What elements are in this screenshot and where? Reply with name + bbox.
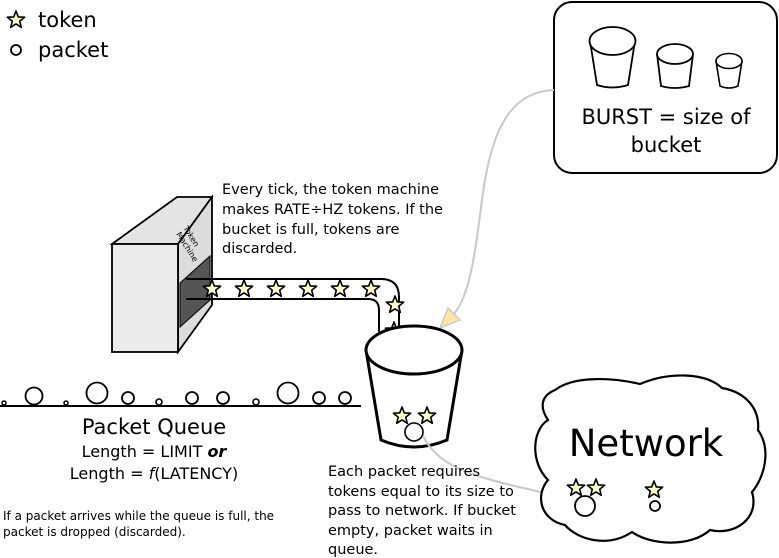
token-machine-front bbox=[111, 243, 179, 353]
token-machine: Token Machine bbox=[109, 194, 214, 355]
bucket-note-line: queue. bbox=[328, 542, 378, 558]
bucket-rim bbox=[364, 324, 464, 376]
queue-length-or: or bbox=[207, 442, 227, 461]
network-cloud: Network bbox=[534, 374, 767, 544]
queue-length-line2: Length = f(LATENCY) bbox=[70, 464, 238, 483]
queue-packet-circle-icon bbox=[63, 400, 69, 406]
queue-length-suffix: (LATENCY) bbox=[154, 464, 238, 483]
queue-packet-circle-icon bbox=[24, 386, 44, 406]
queue-packet-circle-icon bbox=[276, 381, 300, 405]
queue-length-prefix: Length = LIMIT bbox=[82, 442, 208, 461]
packet-legend-circle-icon bbox=[10, 44, 22, 56]
network-packet-circle-icon bbox=[574, 495, 596, 517]
bucket-note-line: pass to network. If bucket bbox=[328, 503, 516, 519]
large-bucket-icon bbox=[588, 26, 637, 89]
token-star-icon bbox=[298, 279, 318, 298]
bucket-note-line: tokens equal to its size to bbox=[328, 484, 514, 500]
bucket-note: Each packet requires tokens equal to its… bbox=[328, 464, 516, 558]
queue-packet-circle-icon bbox=[155, 398, 163, 406]
bucket-note-line: Each packet requires bbox=[328, 464, 480, 480]
token-star-icon bbox=[266, 279, 286, 298]
token-note-line: makes RATE÷HZ tokens. If the bbox=[222, 202, 443, 218]
token-note-line: bucket is full, tokens are bbox=[222, 222, 399, 238]
queue-length-prefix: Length = bbox=[70, 464, 149, 483]
packet-queue-title: Packet Queue bbox=[82, 415, 226, 439]
queue-packet-circle-icon bbox=[216, 391, 230, 405]
legend: token packet bbox=[6, 8, 108, 62]
queue-packet-circle-icon bbox=[1, 400, 7, 406]
token-star-icon bbox=[385, 295, 405, 314]
burst-label-line1: BURST = size of bbox=[581, 105, 751, 129]
burst-box: BURST = size of bucket bbox=[553, 1, 778, 174]
queue-length-function: f bbox=[149, 464, 157, 483]
token-legend-star-icon bbox=[6, 10, 26, 29]
token-star-icon bbox=[234, 279, 254, 298]
burst-label-line2: bucket bbox=[631, 133, 702, 157]
token-note-line: discarded. bbox=[222, 241, 297, 257]
burst-arrow bbox=[438, 89, 555, 330]
queue-packet-circle-icon bbox=[185, 391, 199, 405]
queue-packet-circle-icon bbox=[121, 391, 135, 405]
bucket-note-line: empty, packet waits in bbox=[328, 523, 493, 539]
token-note-line: Every tick, the token machine bbox=[222, 182, 439, 198]
burst-arrow-head-icon bbox=[438, 306, 462, 330]
queue-length-line1: Length = LIMIT or bbox=[82, 442, 228, 461]
legend-token-label: token bbox=[38, 8, 97, 32]
medium-bucket-icon bbox=[656, 43, 694, 89]
network-packet-circle-icon bbox=[649, 500, 661, 512]
network-label: Network bbox=[569, 422, 724, 465]
small-bucket-icon bbox=[715, 52, 743, 89]
packet-queue bbox=[0, 381, 361, 407]
token-conveyor bbox=[186, 278, 400, 345]
legend-packet-label: packet bbox=[38, 38, 108, 62]
queue-packet-circle-icon bbox=[338, 391, 352, 405]
queue-packet-circle-icon bbox=[85, 381, 109, 405]
bucket-packet-circle-icon bbox=[404, 422, 424, 442]
queue-dropped-note-line: packet is dropped (discarded). bbox=[3, 525, 186, 539]
token-bucket bbox=[364, 324, 464, 449]
token-machine-note: Every tick, the token machine makes RATE… bbox=[222, 182, 443, 257]
token-star-icon bbox=[361, 279, 381, 298]
queue-dropped-note-line: If a packet arrives while the queue is f… bbox=[3, 509, 274, 523]
queue-packet-circle-icon bbox=[252, 398, 260, 406]
token-star-icon bbox=[330, 279, 350, 298]
queue-packet-circle-icon bbox=[312, 391, 326, 405]
conveyor-tokens bbox=[202, 279, 405, 340]
